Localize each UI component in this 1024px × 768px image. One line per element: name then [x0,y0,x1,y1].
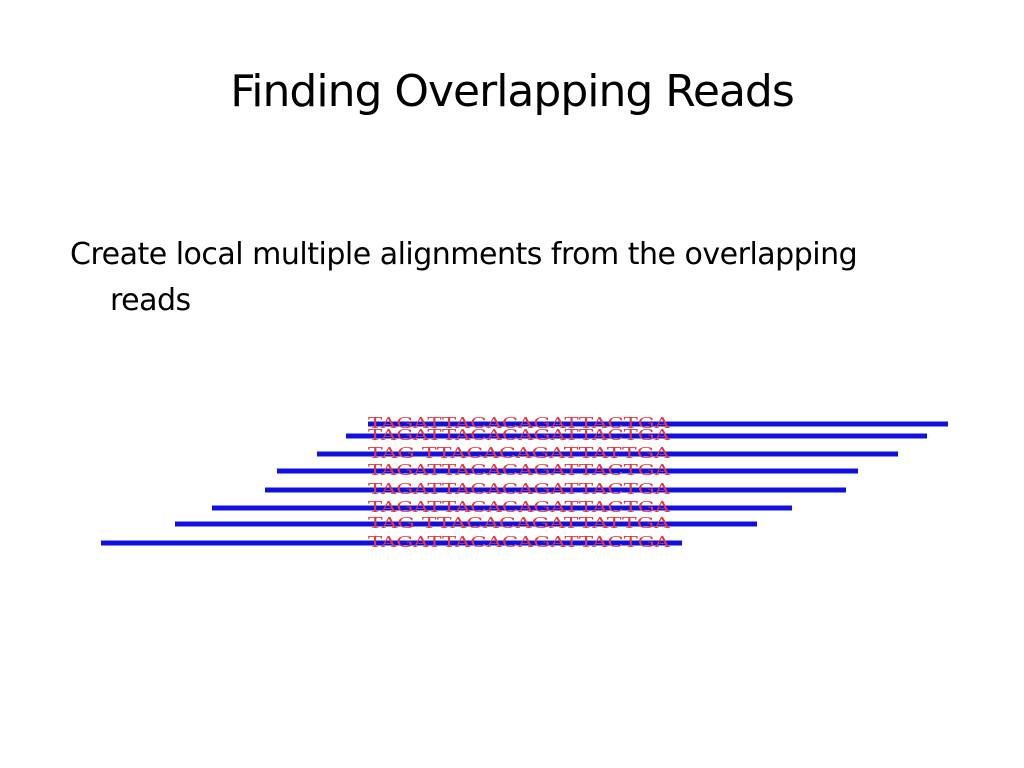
slide-title: Finding Overlapping Reads [230,66,795,117]
read-sequence: TAGATTACACAGATTACTGA [368,498,670,516]
read-sequence: TAGATTACACAGATTACTGA [368,461,670,479]
read-sequence: TAG TTACACAGATTATTGA [368,514,670,532]
read-sequence: TAGATTACACAGATTACTGA [368,426,670,444]
read-sequence: TAG TTACACAGATTATTGA [368,444,670,462]
read-sequence: TAGATTACACAGATTACTGA [368,480,670,498]
read-sequence: TAGATTACACAGATTACTGA [368,533,670,551]
read-sequence: TAGATTACACAGATTACTGA [368,414,670,432]
bullet-text: Create local multiple alignments from th… [70,237,858,318]
reads-layer: TAGATTACACAGATTACTGATAGATTACACAGATTACTGA… [101,414,948,551]
